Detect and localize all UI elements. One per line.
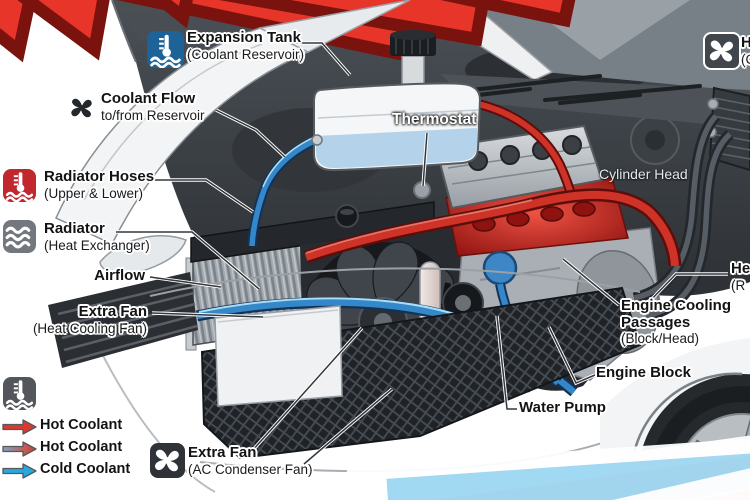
label-engine-cooling-passages: Engine Cooling Passages (Block/Head) (621, 297, 731, 346)
label-radiator-hoses: Radiator Hoses (Upper & Lower) (44, 168, 155, 201)
coolant-temperature-icon (3, 377, 36, 410)
license-plate-recess (214, 305, 343, 407)
label-subtitle: (C (741, 51, 750, 67)
label-title: Extra Fan (78, 303, 147, 320)
label-title: Radiator (44, 220, 105, 237)
legend-label-cold: Cold Coolant (40, 461, 131, 477)
legend-label-hot: Hot Coolant (40, 417, 123, 433)
label-title: Airflow (94, 267, 145, 284)
label-heater-fan-partial: H (C (741, 34, 750, 67)
headlight (99, 235, 187, 277)
coolant-temperature-icon (147, 31, 184, 68)
coolant-temperature-icon (3, 169, 36, 202)
label-subtitle: (Heat Exchanger) (44, 237, 150, 253)
car-fender (55, 0, 411, 493)
label-title: Radiator Hoses (44, 168, 155, 185)
label-extra-fan-ac: Extra Fan (AC Condenser Fan) (188, 444, 313, 477)
label-heater-core-partial: He (R (731, 260, 750, 293)
fan-icon (150, 443, 185, 478)
label-engine-block: Engine Block (596, 364, 692, 381)
legend-arrow-cold (2, 463, 37, 479)
leader-lines (116, 41, 728, 466)
label-subtitle: (AC Condenser Fan) (188, 461, 313, 477)
hood-edge (257, 0, 411, 53)
upper-grille (48, 272, 198, 368)
label-subtitle: (Coolant Reservoir) (187, 46, 305, 62)
label-subtitle: to/from Reservoir (101, 107, 205, 123)
label-title: Expansion Tank (187, 29, 301, 46)
label-title: He (731, 260, 750, 277)
label-title: Coolant Flow (101, 90, 196, 107)
fan-icon (703, 32, 741, 70)
label-subtitle: (R (731, 277, 746, 293)
fan-icon (67, 93, 97, 123)
expansion-tank-cap (390, 34, 436, 56)
label-water-pump: Water Pump (519, 399, 606, 416)
legend-label-warm: Hot Coolant (40, 439, 123, 455)
label-subtitle: (Block/Head) (621, 331, 700, 346)
label-expansion-tank: Expansion Tank (Coolant Reservoir) (187, 29, 305, 62)
legend-arrow-warm (2, 441, 37, 457)
label-title-line1: Engine Cooling (621, 297, 731, 314)
label-extra-fan-heat: Extra Fan (Heat Cooling Fan) (8, 303, 147, 336)
label-thermostat: Thermostat (392, 111, 477, 128)
label-airflow: Airflow (45, 267, 145, 285)
expansion-tank-illustration (311, 30, 482, 172)
legend-arrow-hot (2, 419, 37, 435)
label-title: Extra Fan (188, 444, 257, 461)
waves-icon (3, 220, 36, 253)
label-title: H (741, 34, 750, 51)
label-radiator: Radiator (Heat Exchanger) (44, 220, 150, 253)
label-subtitle: (Heat Cooling Fan) (32, 320, 147, 336)
radiator-cap (335, 204, 359, 228)
label-title-line2: Passages (621, 313, 691, 331)
heater-pipes (632, 112, 734, 322)
label-cylinder-head: Cylinder Head (599, 166, 688, 182)
label-subtitle: (Upper & Lower) (44, 185, 144, 201)
water-pump-illustration (482, 250, 518, 286)
label-coolant-flow: Coolant Flow to/from Reservoir (101, 90, 205, 123)
